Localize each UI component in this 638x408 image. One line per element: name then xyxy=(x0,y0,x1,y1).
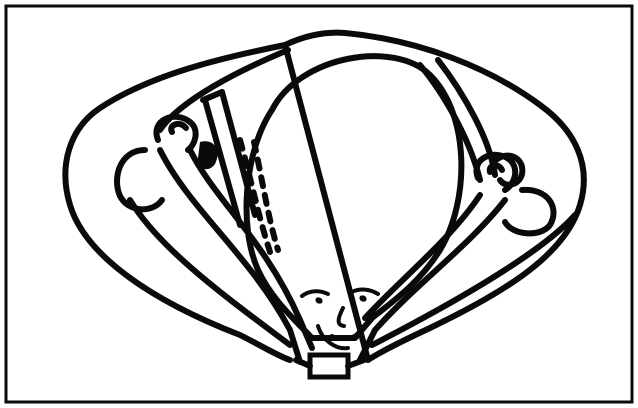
outer-outline xyxy=(65,33,583,360)
nose xyxy=(339,308,344,326)
left-fimbria-inner xyxy=(171,124,186,132)
left-fimbria-dark xyxy=(198,141,218,169)
right-eyebrow xyxy=(352,290,378,294)
left-eye xyxy=(315,297,322,303)
right-upper-tube-a xyxy=(420,65,480,180)
cervix-box xyxy=(310,355,348,377)
right-ovary xyxy=(505,190,554,234)
right-tube-outer xyxy=(360,200,505,360)
left-eyebrow xyxy=(302,291,328,296)
right-tube-inner xyxy=(365,195,480,318)
left-ovary xyxy=(117,150,162,209)
right-eye xyxy=(359,295,366,301)
